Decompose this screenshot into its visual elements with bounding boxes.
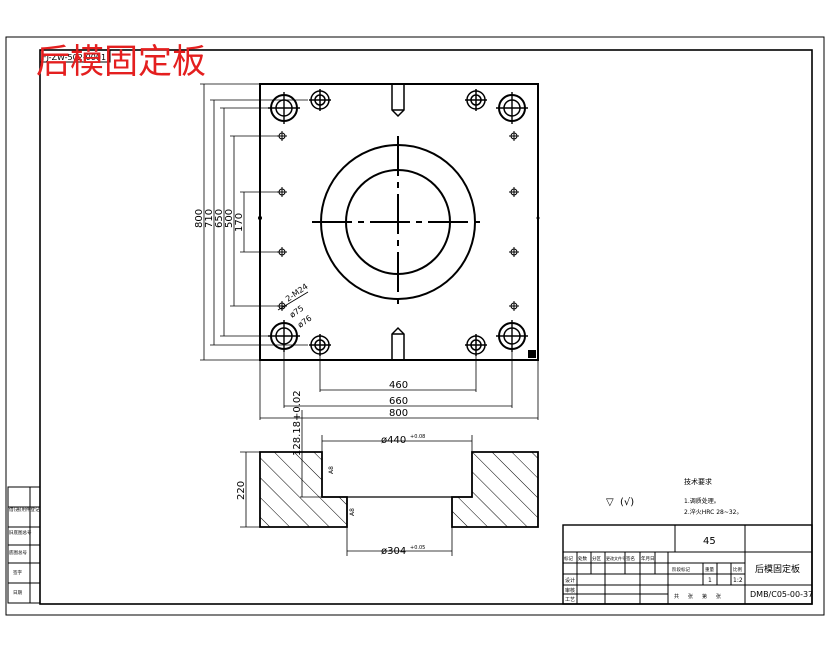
- part-name: 后模固定板: [755, 563, 800, 575]
- dim-top-bore: ø440: [381, 435, 406, 446]
- callout-m24: 2-M24: [284, 282, 310, 304]
- left-strip-3: 底图总号: [9, 549, 27, 556]
- tb-sheet-2: 张: [688, 593, 693, 600]
- tech-req-heading: 技术要求: [684, 477, 712, 486]
- side-label-bottom: A8: [349, 508, 356, 516]
- drawing-title: 后模固定板: [36, 42, 206, 82]
- callout-dia76: ø76: [296, 314, 314, 330]
- small-holes: [277, 131, 519, 311]
- small-code-box: [39, 49, 111, 63]
- dim-660: 660: [389, 396, 408, 407]
- tb-row-2: 审核: [565, 587, 575, 594]
- plate-outline: [259, 83, 539, 361]
- horizontal-dimensions: [259, 349, 539, 420]
- left-strip-2: 旧底图总号: [9, 529, 32, 536]
- side-label-top: A8: [328, 466, 335, 474]
- tb-quantity: 1: [708, 577, 712, 584]
- surface-finish-note: (√): [620, 497, 634, 508]
- tb-header-3: 分区: [592, 555, 601, 562]
- drawing-number: DMB/C05-00-37: [750, 590, 813, 599]
- tb-header-1: 标记: [564, 555, 573, 562]
- tb-sheet-1: 共: [674, 593, 679, 600]
- dim-top-tol: +0.08: [410, 434, 425, 440]
- material: 45: [703, 536, 716, 547]
- plan-view: 2-M24 ø75 ø76 800 710 650 500 170: [194, 83, 540, 420]
- dim-650: 650: [214, 209, 225, 228]
- title-block: [562, 524, 813, 605]
- tb-row-1: 设计: [565, 577, 575, 584]
- corner-hole-tl: [268, 92, 300, 124]
- section-hatch: [260, 452, 538, 527]
- tb-info-1: 阶段标记: [672, 566, 690, 573]
- corner-hole-tr: [496, 92, 528, 124]
- tb-info-2: 重量: [705, 566, 714, 573]
- left-strip: 借(通)用件登记 旧底图总号 底图总号 签字 日期: [7, 486, 41, 604]
- tb-header-4: 更改文件号: [606, 555, 626, 561]
- tb-info-3: 比例: [733, 566, 742, 573]
- dim-220: 220: [236, 481, 247, 500]
- corner-hole-bl: [268, 320, 300, 352]
- corner-hole-br: [496, 320, 528, 352]
- tb-row-3: 工艺: [565, 597, 575, 603]
- slots: [391, 84, 405, 360]
- left-strip-5: 日期: [13, 590, 22, 596]
- tech-req-1: 1.调质处理。: [684, 497, 720, 505]
- vertical-dimensions: [200, 83, 308, 361]
- tb-header-5: 签名: [626, 555, 635, 562]
- dim-bottom-tol: +0.05: [410, 545, 425, 551]
- dim-800-h: 800: [389, 408, 408, 419]
- tb-sheet-4: 张: [716, 593, 721, 600]
- dim-170: 170: [234, 213, 245, 232]
- left-strip-1: 借(通)用件登记: [9, 506, 40, 513]
- section-view: 220 128.18+0.02 ø440 +0.08 ø304 +0.05 A8…: [236, 390, 539, 557]
- left-strip-4: 签字: [13, 569, 22, 576]
- dim-500: 500: [224, 209, 235, 228]
- small-code: FJ-ZW-502-0001: [42, 53, 106, 62]
- dim-460: 460: [389, 380, 408, 391]
- dim-bottom-bore: ø304: [381, 546, 406, 557]
- dim-128: 128.18+0.02: [292, 390, 303, 456]
- inner-border: [39, 49, 813, 605]
- dim-800-v: 800: [194, 209, 205, 228]
- dim-710: 710: [204, 209, 215, 228]
- tb-sheet-3: 第: [702, 593, 707, 600]
- tb-scale: 1:2: [733, 577, 743, 584]
- outer-border: [5, 36, 825, 616]
- surface-finish-symbol: ▽: [606, 497, 614, 508]
- medium-holes: [309, 89, 487, 356]
- tb-header-6: 年月日: [641, 555, 655, 562]
- tb-header-2: 处数: [578, 555, 587, 562]
- tech-req-2: 2.淬火HRC 28~32。: [684, 508, 743, 516]
